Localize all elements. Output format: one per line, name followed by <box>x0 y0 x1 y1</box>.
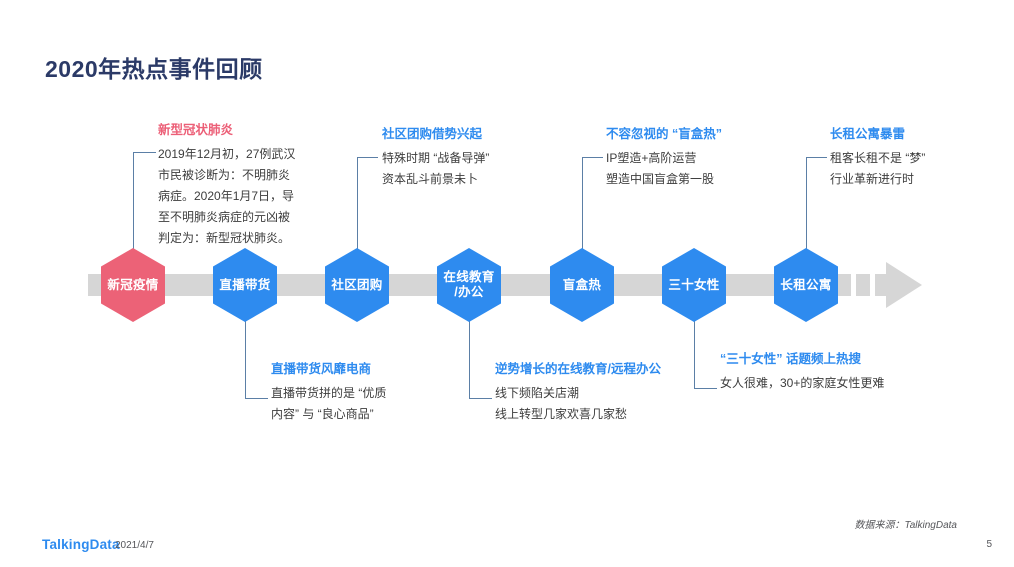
annotation-top-1: 新型冠状肺炎 2019年12月初，27例武汉 市民被诊断为：不明肺炎 病症。20… <box>158 121 295 249</box>
timeline-node-label: 长租公寓 <box>780 277 832 292</box>
connector-top-4 <box>806 157 827 263</box>
timeline-node-6[interactable]: 长租公寓 <box>774 248 838 322</box>
annotation-bottom-1: 直播带货风靡电商 直播带货拼的是 “优质 内容” 与 “良心商品” <box>271 360 386 425</box>
connector-bottom-2 <box>469 310 492 399</box>
connector-top-1 <box>133 152 156 263</box>
annotation-line: IP塑造+高阶运营 <box>606 151 697 165</box>
annotation-top-3: 不容忽视的 “盲盒热” IP塑造+高阶运营 塑造中国盲盒第一股 <box>606 125 722 190</box>
annotation-line: 资本乱斗前景未卜 <box>382 172 479 186</box>
annotation-line: 病症。2020年1月7日，导 <box>158 189 295 203</box>
annotation-body: IP塑造+高阶运营 塑造中国盲盒第一股 <box>606 148 722 190</box>
annotation-line: 2019年12月初，27例武汉 <box>158 147 296 161</box>
annotation-line: 女人很难，30+的家庭女性更难 <box>720 376 885 390</box>
annotation-line: 行业革新进行时 <box>830 172 915 186</box>
annotation-line: 判定为：新型冠状肺炎。 <box>158 231 291 245</box>
footer-date: 2021/4/7 <box>115 540 154 551</box>
annotation-body: 女人很难，30+的家庭女性更难 <box>720 373 884 394</box>
timeline-node-label: 新冠疫情 <box>107 277 159 292</box>
annotation-line: 线下频陷关店潮 <box>495 386 580 400</box>
annotation-heading: 新型冠状肺炎 <box>158 123 234 137</box>
annotation-heading: 长租公寓暴雷 <box>830 127 906 141</box>
timeline-node-label: 在线教育 /办公 <box>443 270 495 299</box>
annotation-heading: 不容忽视的 “盲盒热” <box>606 127 722 141</box>
source-note: 数据来源：TalkingData <box>854 520 957 531</box>
annotation-line: 塑造中国盲盒第一股 <box>606 172 715 186</box>
annotation-line: 线上转型几家欢喜几家愁 <box>495 407 628 421</box>
timeline-arrow-head <box>886 262 922 308</box>
annotation-heading: “三十女性” 话题频上热搜 <box>720 352 861 366</box>
timeline-node-label: 社区团购 <box>331 277 383 292</box>
annotation-bottom-3: “三十女性” 话题频上热搜 女人很难，30+的家庭女性更难 <box>720 350 884 394</box>
annotation-line: 直播带货拼的是 “优质 <box>271 386 387 400</box>
annotation-top-2: 社区团购借势兴起 特殊时期 “战备导弹” 资本乱斗前景未卜 <box>382 125 489 190</box>
annotation-body: 2019年12月初，27例武汉 市民被诊断为：不明肺炎 病症。2020年1月7日… <box>158 144 295 249</box>
connector-bottom-3 <box>694 310 717 389</box>
annotation-body: 直播带货拼的是 “优质 内容” 与 “良心商品” <box>271 383 386 425</box>
annotation-heading: 逆势增长的在线教育/远程办公 <box>495 362 661 376</box>
page-title: 2020年热点事件回顾 <box>45 56 263 82</box>
connector-top-3 <box>582 157 603 263</box>
annotation-line: 租客长租不是 “梦” <box>830 151 926 165</box>
annotation-bottom-2: 逆势增长的在线教育/远程办公 线下频陷关店潮 线上转型几家欢喜几家愁 <box>495 360 661 425</box>
timeline-node-2[interactable]: 社区团购 <box>325 248 389 322</box>
annotation-body: 租客长租不是 “梦” 行业革新进行时 <box>830 148 925 190</box>
annotation-line: 内容” 与 “良心商品” <box>271 407 374 421</box>
page-number: 5 <box>986 539 992 550</box>
talkingdata-logo: TalkingData <box>42 537 120 552</box>
annotation-body: 特殊时期 “战备导弹” 资本乱斗前景未卜 <box>382 148 489 190</box>
annotation-body: 线下频陷关店潮 线上转型几家欢喜几家愁 <box>495 383 661 425</box>
connector-top-2 <box>357 157 378 263</box>
timeline-node-label: 直播带货 <box>219 277 271 292</box>
timeline-node-4[interactable]: 盲盒热 <box>550 248 614 322</box>
bar-dash-gap-4 <box>851 274 856 296</box>
annotation-line: 特殊时期 “战备导弹” <box>382 151 490 165</box>
annotation-line: 市民被诊断为：不明肺炎 <box>158 168 291 182</box>
annotation-line: 至不明肺炎病症的元凶被 <box>158 210 291 224</box>
timeline-node-label: 盲盒热 <box>562 277 602 292</box>
annotation-heading: 社区团购借势兴起 <box>382 127 483 141</box>
timeline-node-label: 三十女性 <box>668 277 720 292</box>
connector-bottom-1 <box>245 310 268 399</box>
annotation-top-4: 长租公寓暴雷 租客长租不是 “梦” 行业革新进行时 <box>830 125 925 190</box>
annotation-heading: 直播带货风靡电商 <box>271 362 372 376</box>
bar-dash-gap-5 <box>870 274 875 296</box>
